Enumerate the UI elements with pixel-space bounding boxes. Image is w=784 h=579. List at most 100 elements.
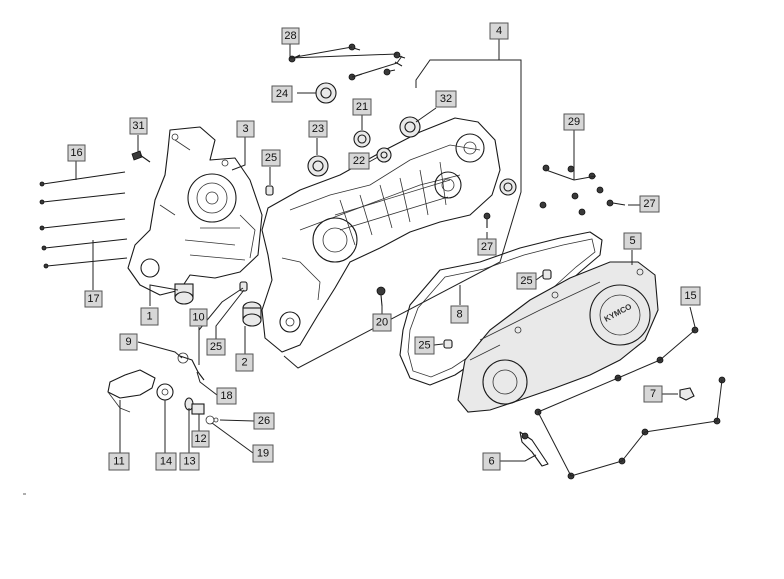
callout-8: 8 — [450, 305, 469, 324]
callout-box — [189, 308, 208, 327]
callout-25-cover: 25 — [516, 272, 537, 290]
callout-box — [623, 232, 642, 250]
callout-number: 23 — [312, 123, 324, 135]
callout-22: 22 — [348, 152, 370, 170]
callout-1: 1 — [140, 307, 159, 326]
clip-part-7 — [679, 387, 695, 401]
callout-box — [253, 412, 275, 430]
callout-box — [235, 353, 254, 372]
transmission-cover-part-5: KYMCO — [457, 261, 659, 413]
callout-number: 32 — [440, 93, 452, 105]
callout-number: 28 — [284, 30, 296, 42]
callout-box — [206, 338, 226, 356]
callout-number: 2 — [241, 357, 247, 369]
callout-16: 16 — [67, 144, 86, 162]
callout-number: 4 — [496, 25, 502, 37]
callout-number: 7 — [650, 388, 656, 400]
callout-4: 4 — [489, 22, 509, 40]
callout-number: 1 — [146, 311, 152, 323]
callout-number: 26 — [258, 415, 270, 427]
callout-box — [308, 120, 328, 138]
callout-3: 3 — [236, 120, 255, 138]
callout-10: 10 — [189, 308, 208, 327]
bolts-part-27-29 — [483, 164, 626, 228]
callout-number: 25 — [418, 340, 430, 352]
bearings-and-seals — [307, 82, 517, 196]
callout-number: 27 — [481, 241, 493, 253]
callout-27-right: 27 — [639, 195, 660, 213]
callout-box — [252, 444, 274, 463]
callout-box — [348, 152, 370, 170]
bolts-part-28 — [288, 43, 406, 81]
callout-number: 13 — [183, 456, 195, 468]
callout-number: 25 — [265, 152, 277, 164]
bracket-part-6 — [519, 431, 549, 467]
callout-12: 12 — [191, 430, 210, 448]
callout-number: 12 — [194, 433, 206, 445]
stud-bolts-16-17 — [39, 171, 128, 269]
callout-box — [680, 286, 701, 306]
bushing-part-1 — [174, 283, 194, 305]
callout-21: 21 — [352, 98, 372, 116]
callout-box — [352, 98, 372, 116]
callout-14: 14 — [155, 452, 177, 471]
callout-number: 22 — [353, 155, 365, 167]
callout-25-upper: 25 — [261, 149, 281, 167]
callout-2: 2 — [235, 353, 254, 372]
callout-box — [129, 117, 148, 135]
callout-number: 8 — [456, 309, 462, 321]
callout-box — [281, 27, 300, 45]
callout-number: 9 — [125, 336, 131, 348]
callout-box — [108, 452, 130, 471]
callout-number: 24 — [276, 88, 288, 100]
callout-26: 26 — [253, 412, 275, 430]
callout-18: 18 — [216, 387, 237, 405]
bolt-part-31 — [131, 150, 151, 163]
callout-7: 7 — [643, 385, 663, 403]
callout-number: 6 — [488, 456, 494, 468]
callout-number: 25 — [210, 341, 222, 353]
callout-number: 21 — [356, 101, 368, 113]
callout-box — [482, 452, 501, 471]
callout-box — [489, 22, 509, 40]
left-crankcase-half — [127, 126, 263, 296]
callout-6: 6 — [482, 452, 501, 471]
callout-13: 13 — [179, 452, 200, 471]
callout-number: 3 — [242, 123, 248, 135]
callout-25-lower: 25 — [206, 338, 226, 356]
callout-number: 25 — [520, 275, 532, 287]
callout-number: 5 — [629, 235, 635, 247]
callout-box — [261, 149, 281, 167]
callout-box — [516, 272, 537, 290]
leader-lines — [75, 38, 723, 477]
callout-23: 23 — [308, 120, 328, 138]
callout-box — [155, 452, 177, 471]
bolt-part-20 — [376, 286, 386, 307]
callout-box — [179, 452, 200, 471]
callout-box — [643, 385, 663, 403]
callout-box — [119, 333, 138, 351]
callout-17: 17 — [84, 290, 103, 308]
callout-28: 28 — [281, 27, 300, 45]
callout-number: 10 — [192, 312, 204, 324]
bushing-part-2 — [242, 301, 262, 327]
callout-24: 24 — [271, 85, 293, 103]
callout-number: 20 — [376, 317, 388, 329]
callout-number: 29 — [568, 116, 580, 128]
callout-number: 19 — [257, 448, 269, 460]
callout-20: 20 — [372, 313, 392, 332]
kickstart-assembly — [107, 352, 219, 425]
callout-number: 14 — [160, 456, 172, 468]
callout-29: 29 — [563, 113, 585, 131]
callout-9: 9 — [119, 333, 138, 351]
callout-11: 11 — [108, 452, 130, 471]
callout-box — [84, 290, 103, 308]
callout-box — [271, 85, 293, 103]
callout-number: 31 — [132, 120, 144, 132]
callout-19: 19 — [252, 444, 274, 463]
callout-box — [414, 336, 435, 355]
callout-box — [477, 238, 497, 256]
callout-number: 27 — [643, 198, 655, 210]
callout-box — [140, 307, 159, 326]
